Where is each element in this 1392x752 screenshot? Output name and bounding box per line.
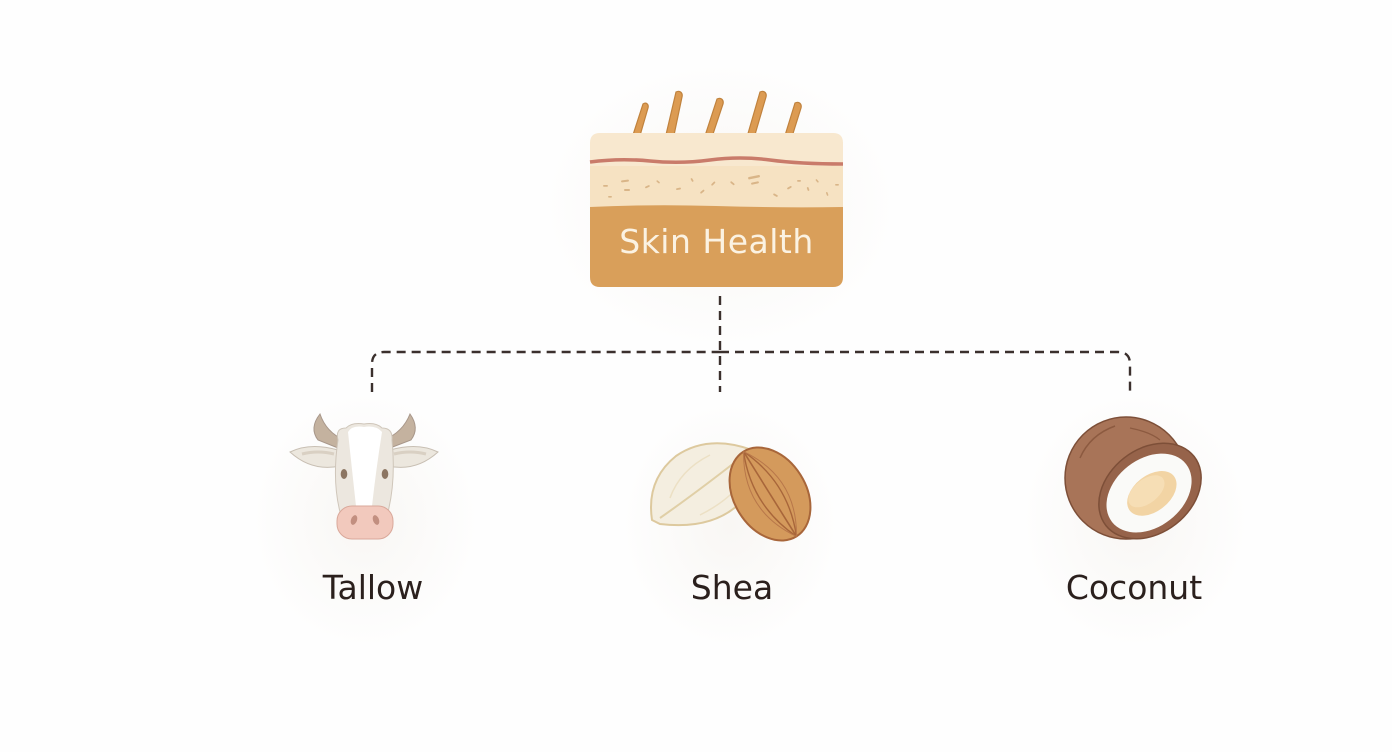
coconut-icon [1064, 416, 1202, 540]
cow-nostril-left [350, 515, 358, 525]
connector-horizontal-left [370, 350, 720, 392]
connector-horizontal-right [720, 350, 1132, 392]
skin-layers-icon [589, 90, 844, 287]
root-base-block [590, 205, 843, 287]
cow-ear-right [387, 446, 439, 468]
child-label-tallow: Tallow [322, 568, 424, 607]
cow-blaze [348, 426, 382, 506]
cow-nostril-right [372, 515, 380, 525]
child-label-coconut: Coconut [1065, 568, 1203, 607]
cow-eye-right [381, 469, 389, 479]
child-label-shea: Shea [690, 568, 774, 607]
shea-nut-icon [650, 442, 812, 542]
cow-muzzle [336, 505, 394, 540]
dermis-layer [590, 166, 843, 208]
membrane-line [589, 156, 844, 166]
dermis-speckles [603, 174, 839, 198]
root-node-label: Skin Health [619, 222, 814, 261]
dashed-connectors [370, 296, 1132, 392]
cow-ear-left [289, 446, 341, 468]
cow-icon [289, 412, 439, 540]
cow-eye-left [340, 469, 348, 479]
